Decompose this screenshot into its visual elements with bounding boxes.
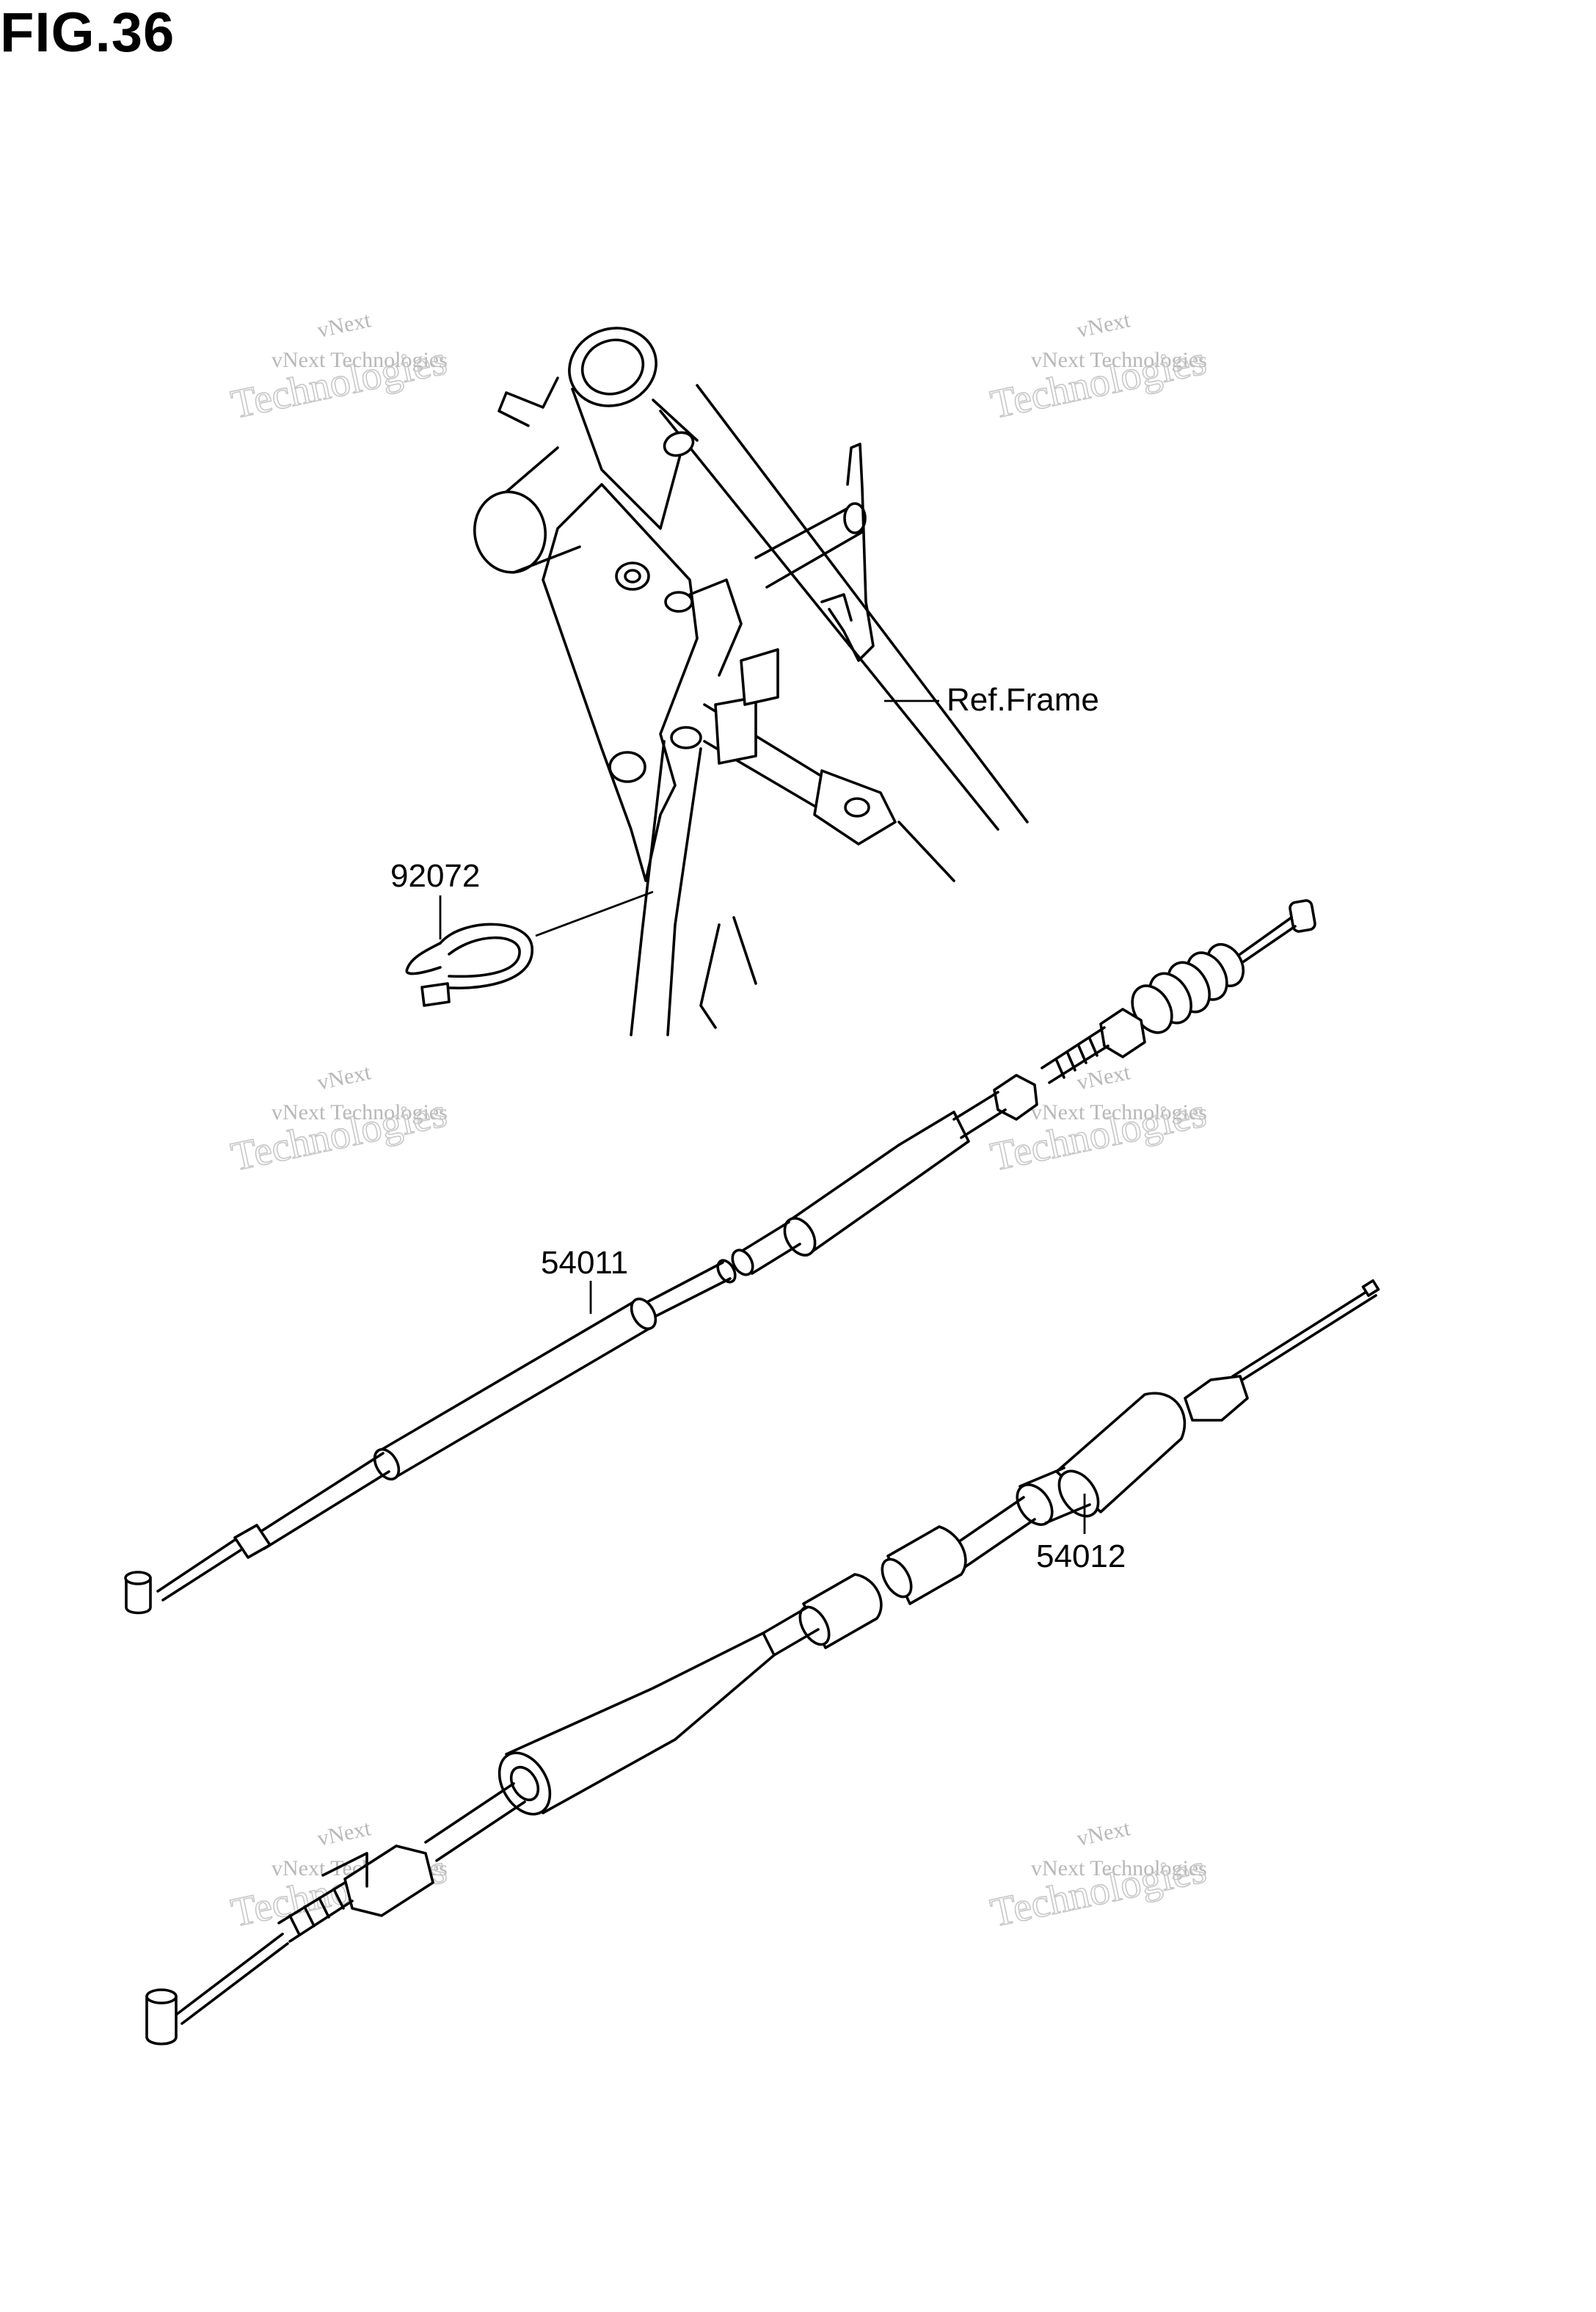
adjuster-nut: [993, 1074, 1038, 1121]
throttle-cable-label: 54012: [1036, 1538, 1126, 1574]
cable-fitting: [1184, 1375, 1249, 1422]
watermark-brand-top: vNext: [316, 1060, 374, 1095]
frame-bracket: [813, 769, 897, 846]
frame-top-tube-end: [897, 821, 955, 882]
cable-end-nipple: [145, 1988, 178, 2046]
lower-head-tube: [473, 446, 581, 574]
watermark-brand-line: vNext Technologies: [1031, 1856, 1207, 1880]
frame-bracket: [714, 696, 757, 765]
watermark-brand-line: vNext Technologies: [1031, 1100, 1207, 1124]
band-leader-frame: [535, 890, 654, 937]
gusset-plate: [542, 483, 699, 882]
cable-housing: [380, 1298, 651, 1480]
mount-hole: [615, 561, 650, 591]
watermark-brand-top: vNext: [316, 308, 374, 343]
watermark-brand-top: vNext: [1075, 308, 1133, 343]
watermark-brand-line: vNext Technologies: [272, 1100, 448, 1124]
watermark-brand-top: vNext: [316, 1816, 374, 1851]
watermark-brand-line: vNext Technologies: [1031, 348, 1207, 372]
frame-top-tube: [659, 384, 1029, 831]
frame-side-bracket: [828, 443, 875, 662]
watermark: vNext vNext Technologies Technologies: [227, 308, 451, 428]
adjuster-thread: [277, 1881, 354, 1943]
adjuster-block: [343, 1844, 434, 1917]
frame-bracket: [740, 648, 779, 706]
frame-cross-tube: [754, 505, 864, 589]
cable-boot: [1131, 942, 1245, 1034]
inner-wire: [156, 1538, 242, 1602]
band-label: 92072: [390, 858, 480, 894]
clutch-cable-label: 54011: [541, 1245, 628, 1281]
clutch-cable-54011: [124, 899, 1316, 1615]
frame-ref-label: Ref.Frame: [947, 682, 1099, 718]
watermark-brand-top: vNext: [1075, 1060, 1133, 1095]
watermark: vNext vNext Technologies Technologies: [227, 1060, 451, 1180]
watermark-brand-top: vNext: [1075, 1816, 1133, 1851]
throttle-cable-54012: [145, 1279, 1380, 2046]
adjuster-thread: [1041, 1026, 1109, 1084]
cable-ferrule: [233, 1524, 272, 1559]
cable-housing: [791, 1144, 915, 1257]
watermark: vNext vNext Technologies Technologies: [986, 1816, 1211, 1936]
steering-head: [568, 327, 699, 530]
inner-wire: [175, 1933, 289, 2025]
cable-body: [505, 1632, 776, 1814]
band-92072: [405, 890, 654, 1007]
watermark-brand-line: vNext Technologies: [272, 348, 448, 372]
cable-end-nipple: [124, 1571, 152, 1615]
frame-down-tube: [630, 740, 702, 1036]
adjuster-nut: [1099, 1008, 1146, 1058]
cable-guide-bracket: [498, 377, 559, 427]
mount-hole: [608, 751, 646, 783]
watermark: vNext vNext Technologies Technologies: [986, 308, 1211, 428]
inner-wire: [1231, 1287, 1377, 1385]
figure-title: FIG.36: [0, 1, 175, 64]
frame-illustration: [473, 327, 1029, 1036]
